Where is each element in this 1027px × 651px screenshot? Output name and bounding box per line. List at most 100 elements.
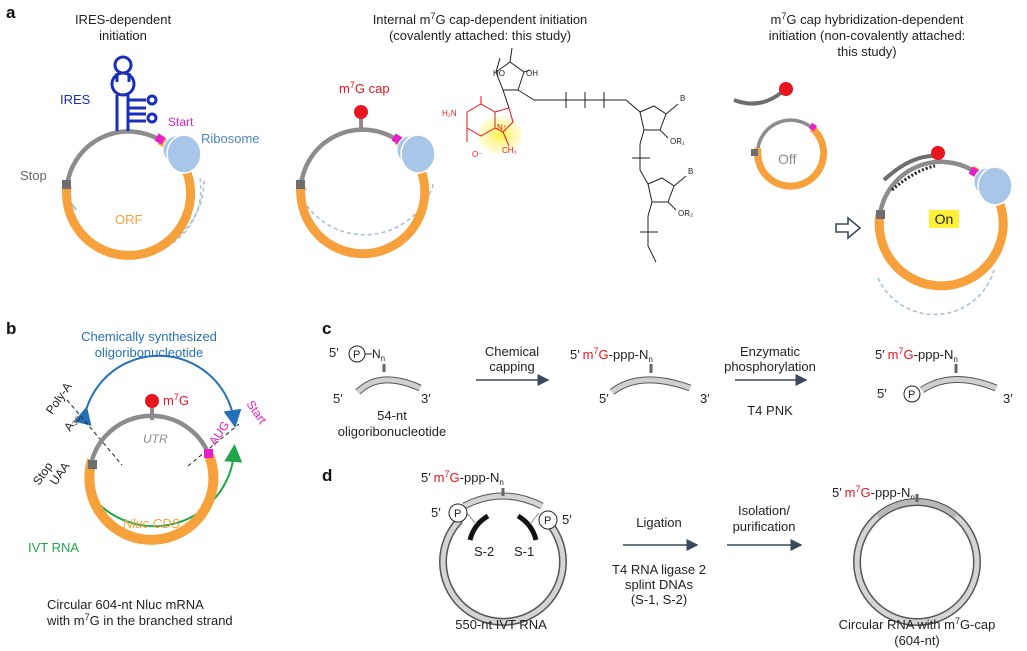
c1-5prime-top: 5′ [329,345,339,360]
step2-label1: Enzymatic [740,344,800,359]
c1-3prime: 3′ [421,391,431,406]
caption-line2: with m7G in the branched strand [46,612,233,628]
final-oligo-label: 5′m7G-ppp-Nn [832,484,915,502]
splint-bridge-right [529,512,540,525]
svg-text:O⁻: O⁻ [472,150,482,159]
ribosome-large [400,134,436,174]
svg-text:B: B [688,167,693,176]
m7g-cap-dot [354,105,368,119]
synth-oligo-line1: Chemically synthesized [81,329,217,344]
on-highlight [929,210,959,228]
ires-structure [110,55,158,131]
hybrid-cap-dot [931,146,945,160]
svg-text:H₂N: H₂N [442,109,457,118]
d-oligo-label: 5′m7G-ppp-Nn [421,469,504,487]
m7g-cap-dot [145,394,159,408]
ligation-scheme: 5′m7G-ppp-Nn P 5′ P 5′ S-2 S-1 550-nt IV… [421,469,995,648]
m7g-cap-label: m7G cap [339,80,390,96]
ivt-ring-fill [440,518,566,625]
svg-text:OR₂: OR₂ [678,209,693,218]
step1-label1: Chemical [485,344,539,359]
a30-label: A₃₀ [61,411,83,434]
oligo-span-arrow [73,354,242,428]
translation-direction-arc [877,269,995,316]
purification-label1: Isolation/ [738,503,790,518]
ivt-span-arrow [85,444,243,528]
d-5prime-left: 5′ [431,505,441,520]
on-label: On [935,211,954,227]
splint-s1 [516,513,539,541]
oligo-name: oligoribonucleotide [338,424,446,439]
stop-codon-marker [296,180,305,189]
c3-phosphate [903,385,921,403]
m7g-chemical-structure [466,47,687,263]
step1-label2: capping [489,359,535,374]
d-phosphate-left [448,503,468,523]
orf-label: ORF [115,212,143,227]
internal-cap-title-line2: (covalently attached: this study) [389,28,571,43]
start-label: Start [168,115,194,129]
final-oligo-segment [876,499,958,518]
c3-label: 5′m7G-ppp-Nn [875,346,958,364]
circular-mrna-diagram: Chemically synthesized oligoribonucleoti… [28,329,270,628]
ires-title-line1: IRES-dependent [75,12,172,27]
c1-strand-fill [356,377,422,394]
chem-labels: HO OH H₂N O⁻ N⁺ CH₃ B OR₁ B OR₂ [442,69,693,218]
stop-codon-marker [62,180,71,189]
base-pairing [891,164,936,192]
uaa-label: UAA [47,459,73,487]
d-phosphate-right [538,510,558,530]
free-cap-dot [779,82,793,96]
ivt-rna-label: IVT RNA [28,540,79,555]
off-circle-orf [754,125,828,190]
cds-arc [84,453,219,545]
stop-codon-marker [88,460,97,469]
step2-label2: phosphorylation [724,359,816,374]
panel-label-a: a [6,3,16,22]
start-codon-marker [204,449,213,458]
utr-arc [64,129,162,187]
n7-methyl-highlight [478,116,522,154]
caption-line1: Circular 604-nt Nluc mRNA [47,597,204,612]
reagent-line3: (S-1, S-2) [631,592,687,607]
start-label: Start [244,398,270,427]
c2-label: 5′m7G-ppp-Nn [570,346,653,364]
c3-5prime: 5′ [877,386,887,401]
svg-text:B: B [680,94,685,103]
svg-text:OR₁: OR₁ [670,137,685,146]
oligo-length: 54-nt [377,408,407,423]
svg-text:CH₃: CH₃ [502,146,517,155]
synth-oligo-line2: oligoribonucleotide [95,345,203,360]
internal-cap-title-line1: Internal m7G cap-dependent initiation [373,11,588,27]
final-caption-line1: Circular RNA with m7G-cap [839,616,996,632]
utr-label: UTR [143,432,168,446]
free-cap-oligo [733,90,784,106]
panel-label-d: d [322,466,332,485]
translation-direction-arc [302,181,435,236]
on-stop-marker [876,210,885,219]
cds-label: Nluc CDS [123,516,180,531]
capping-scheme: 5′ P Nn 5′ 3′ 54-nt oligoribonucleotide … [329,344,1013,439]
ribosome-large [977,166,1013,206]
reagent-line2: splint DNAs [625,577,693,592]
c3-p-label: P [908,389,915,401]
c2-3prime: 3′ [700,391,710,406]
splint-bridge-left [466,512,477,525]
hybrid-title-line3: this study) [837,44,896,59]
m7g-label: m7G [163,392,189,408]
c3-3prime: 3′ [1003,391,1013,406]
c1-nn: Nn [372,347,385,363]
ires-label: IRES [60,92,91,107]
c2-5prime: 5′ [599,391,609,406]
on-circle-utr [877,159,974,215]
purification-label2: purification [733,519,796,534]
final-caption-line2: (604-nt) [894,633,940,648]
ires-diagram: IRES-dependent initiation IRES Start [20,12,260,260]
panel-label-c: c [322,319,331,338]
enzyme-label: T4 PNK [747,403,793,418]
c3-strand-fill [920,377,997,393]
hybrid-title-line1: m7G cap hybridization-dependent [771,11,964,27]
svg-text:HO: HO [493,69,505,78]
d-5prime-right: 5′ [562,512,572,527]
ligation-label: Ligation [636,515,682,530]
